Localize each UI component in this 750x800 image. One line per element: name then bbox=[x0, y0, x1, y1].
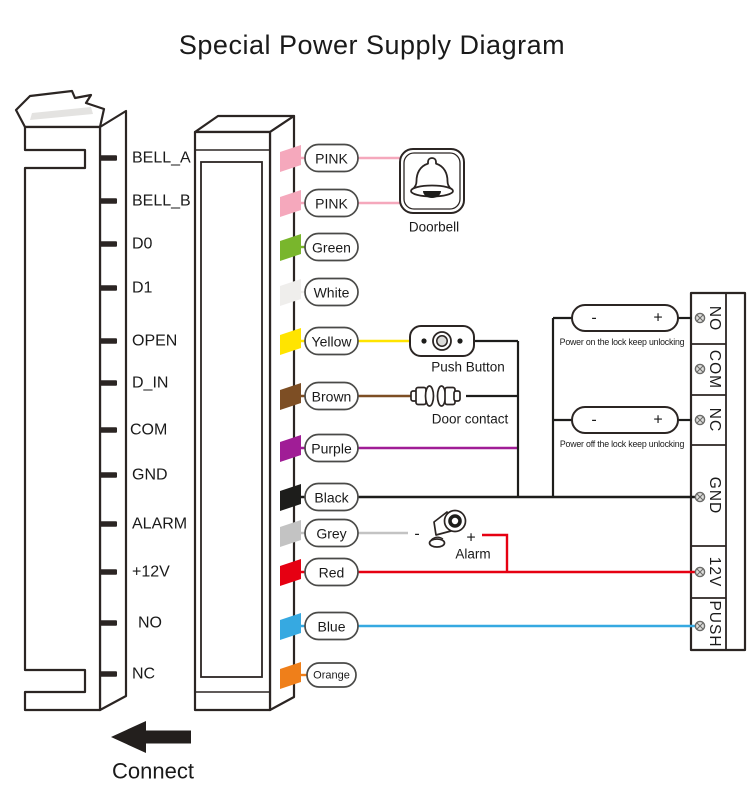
alarm-icon bbox=[428, 509, 467, 548]
stub-pink-1 bbox=[280, 145, 301, 172]
push-button-icon bbox=[409, 325, 475, 357]
connect-arrow-icon bbox=[111, 721, 191, 753]
doorbell-caption: Doorbell bbox=[409, 220, 459, 235]
pin-label: D1 bbox=[132, 280, 153, 297]
pin-label: OPEN bbox=[132, 333, 177, 350]
wire-pill-label: Green bbox=[312, 240, 351, 256]
stub-green bbox=[280, 234, 301, 261]
terminal-label: GND bbox=[706, 477, 723, 514]
wire-pill-label: White bbox=[314, 285, 350, 301]
screw-icon bbox=[694, 312, 706, 324]
wire-pill-label: Blue bbox=[317, 619, 345, 635]
wire-color-pills: PINK PINK Green White Yellow Brown Purpl… bbox=[304, 143, 359, 688]
lock-plus-sign: + bbox=[653, 310, 662, 327]
terminal-block-body bbox=[689, 291, 747, 652]
doorbell-icon bbox=[399, 148, 465, 214]
terminal-label: 12V bbox=[706, 557, 723, 588]
wire-pill-purple: Purple bbox=[304, 433, 359, 463]
stub-pink-2 bbox=[280, 190, 301, 217]
alarm-caption: Alarm bbox=[455, 547, 490, 562]
pin-label: NC bbox=[132, 666, 155, 683]
lock-minus-sign: - bbox=[591, 310, 596, 327]
wire-pill-pink-2: PINK bbox=[304, 188, 359, 218]
wire-pill-white: White bbox=[304, 277, 359, 307]
terminal-label: NC bbox=[706, 408, 723, 432]
connect-label: Connect bbox=[112, 759, 194, 784]
lock-caption: Power off the lock keep unlocking bbox=[560, 439, 685, 449]
pin-label: D0 bbox=[132, 236, 153, 253]
terminal-block: NO COM NC GND 12V PUSH bbox=[689, 291, 747, 652]
terminal-labels: NO COM NC GND 12V PUSH bbox=[706, 306, 723, 648]
terminal-label: COM bbox=[706, 350, 723, 389]
terminal-screws bbox=[694, 312, 706, 632]
wire-alarm-plus-link bbox=[482, 533, 509, 572]
wire-pill-label: Grey bbox=[316, 526, 346, 542]
wire-stubs bbox=[280, 145, 301, 689]
wire-pill-label: PINK bbox=[315, 151, 348, 167]
wire-pill-brown: Brown bbox=[304, 381, 359, 411]
wire-pill-green: Green bbox=[304, 232, 359, 262]
stub-brown bbox=[280, 383, 301, 410]
interconnect-lines bbox=[466, 316, 692, 497]
wire-pill-label: Purple bbox=[311, 441, 352, 457]
lock-power-off: - + Power off the lock keep unlocking bbox=[560, 406, 685, 449]
keypad-pin-labels: BELL_A BELL_B D0 D1 OPEN D_IN COM GND AL… bbox=[130, 150, 191, 683]
wire-pill-grey: Grey bbox=[304, 518, 359, 548]
terminal-label: PUSH bbox=[706, 600, 723, 647]
terminal-label: NO bbox=[706, 306, 723, 331]
pin-label: +12V bbox=[132, 564, 170, 581]
terminal-cell-dividers bbox=[691, 343, 726, 599]
stub-white bbox=[280, 279, 301, 306]
wire-pill-label: Red bbox=[319, 565, 345, 581]
door-contact-icon bbox=[410, 385, 461, 407]
screw-icon bbox=[694, 414, 706, 426]
wire-pill-red: Red bbox=[304, 557, 359, 587]
push-button-caption: Push Button bbox=[431, 360, 505, 375]
screw-icon bbox=[694, 363, 706, 375]
stub-black bbox=[280, 484, 301, 511]
keypad-pin-ticks bbox=[100, 155, 117, 677]
controller-front-face bbox=[193, 130, 272, 712]
wire-pill-black: Black bbox=[304, 482, 359, 512]
lock-minus-sign: - bbox=[591, 412, 596, 429]
screw-icon bbox=[694, 620, 706, 632]
wire-pill-label: PINK bbox=[315, 196, 348, 212]
stub-orange bbox=[280, 662, 301, 689]
wire-pill-label: Yellow bbox=[312, 334, 353, 350]
keypad-panel: BELL_A BELL_B D0 D1 OPEN D_IN COM GND AL… bbox=[14, 89, 191, 712]
pin-label: BELL_A bbox=[132, 150, 191, 167]
stub-red bbox=[280, 559, 301, 586]
page-title: Special Power Supply Diagram bbox=[179, 30, 565, 60]
controller-recess bbox=[200, 161, 263, 678]
pin-label: GND bbox=[132, 467, 168, 484]
pin-label: D_IN bbox=[132, 375, 168, 392]
wire-pill-label: Brown bbox=[312, 389, 352, 405]
lock-caption: Power on the lock keep unlocking bbox=[560, 337, 685, 347]
stub-purple bbox=[280, 435, 301, 462]
screw-icon bbox=[694, 566, 706, 578]
alarm-plus-sign: + bbox=[466, 530, 475, 547]
controller-panel bbox=[193, 114, 296, 712]
pin-label: ALARM bbox=[132, 516, 187, 533]
wire-pill-yellow: Yellow bbox=[304, 326, 359, 356]
keypad-flap-crease bbox=[30, 107, 93, 120]
wire-pill-pink-1: PINK bbox=[304, 143, 359, 173]
stub-grey bbox=[280, 520, 301, 547]
stub-yellow bbox=[280, 328, 301, 355]
lock-power-on: - + Power on the lock keep unlocking bbox=[560, 304, 685, 347]
door-contact-caption: Door contact bbox=[432, 412, 509, 427]
lock-plus-sign: + bbox=[653, 412, 662, 429]
pin-label: BELL_B bbox=[132, 193, 191, 210]
stub-blue bbox=[280, 613, 301, 640]
keypad-front-face bbox=[23, 125, 102, 712]
screw-icon bbox=[694, 491, 706, 503]
wire-pill-label: Black bbox=[314, 490, 349, 506]
wire-pill-orange: Orange bbox=[306, 662, 357, 688]
pin-label: COM bbox=[130, 422, 167, 439]
wire-pill-blue: Blue bbox=[304, 611, 359, 641]
alarm-minus-sign: - bbox=[414, 526, 419, 543]
wire-pill-label: Orange bbox=[313, 670, 350, 682]
pin-label: NO bbox=[138, 615, 162, 632]
